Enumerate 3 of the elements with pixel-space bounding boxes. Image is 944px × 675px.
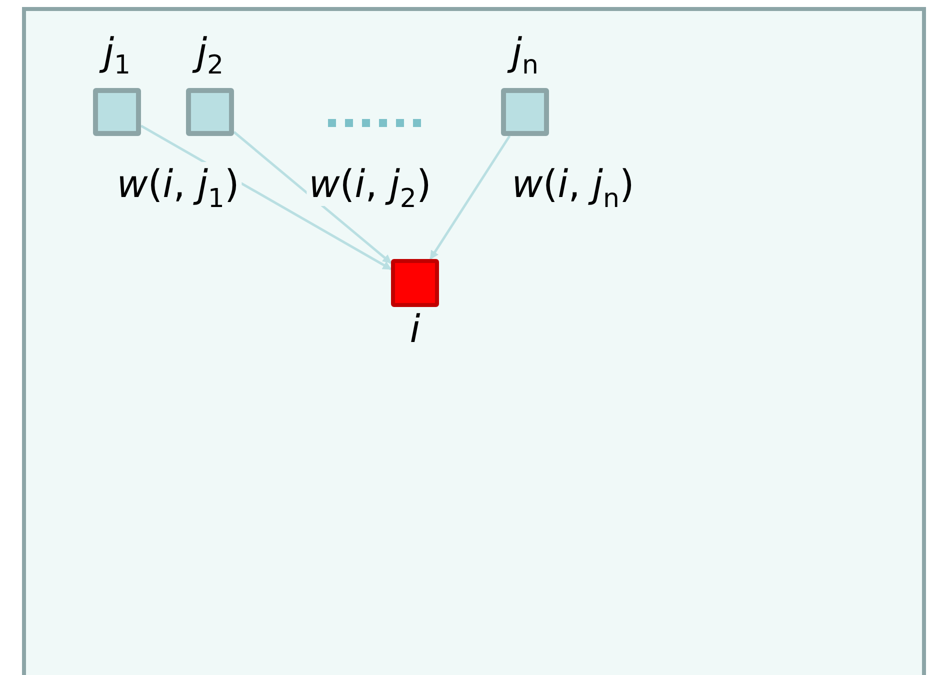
arrow — [429, 135, 511, 260]
arrow — [233, 131, 392, 264]
node-label: i — [410, 307, 420, 351]
